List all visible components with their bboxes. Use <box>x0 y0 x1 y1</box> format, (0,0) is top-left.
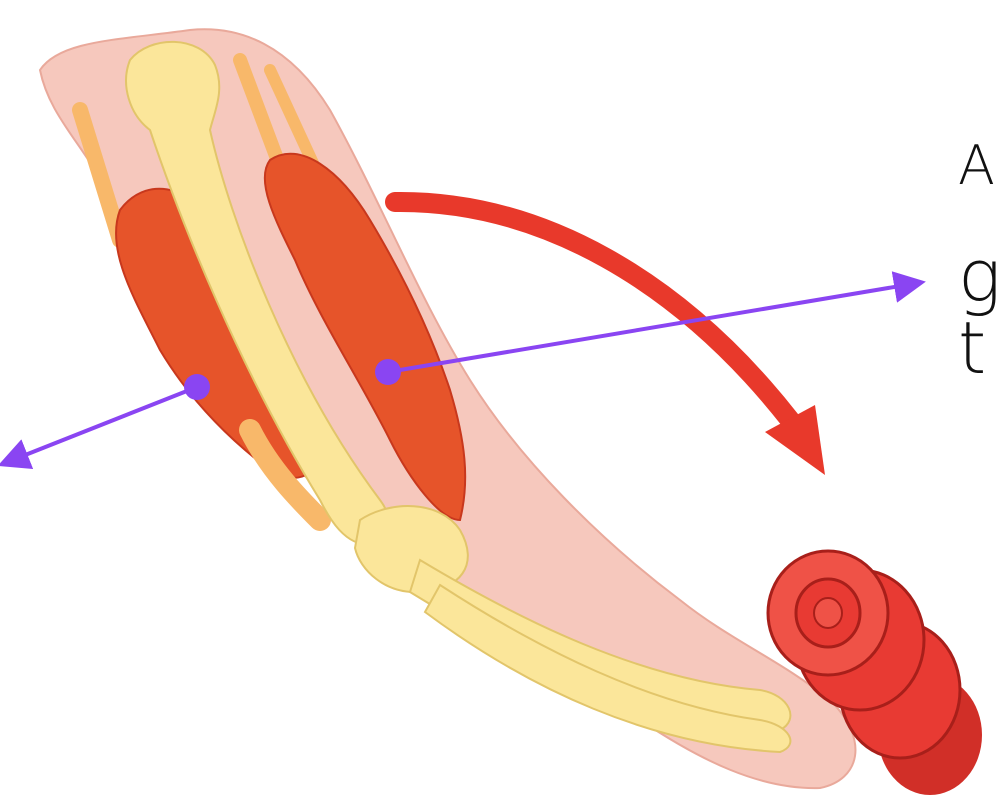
label-top-fragment: A <box>958 134 996 197</box>
triceps-pointer <box>5 374 210 463</box>
label-mid-fragment: g t <box>958 240 997 384</box>
